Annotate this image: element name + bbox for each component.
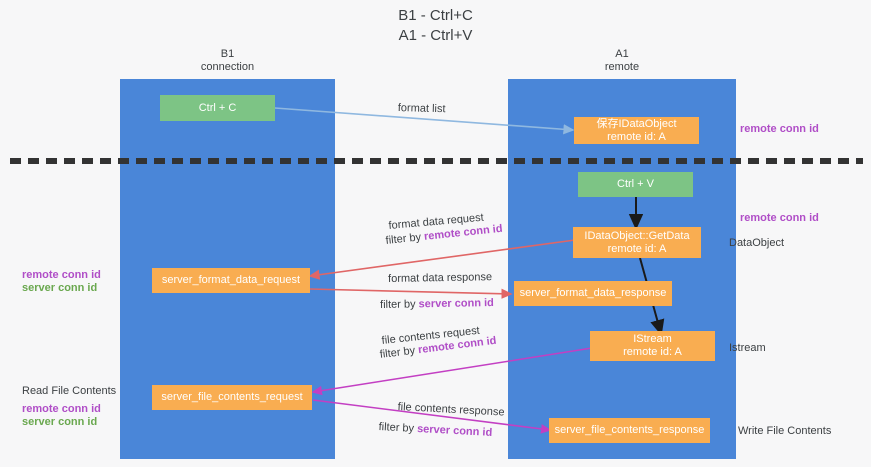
node-idataobject-getdata-line-2: remote id: A xyxy=(607,242,667,255)
column-header-b1-subtitle: connection xyxy=(200,61,255,73)
node-server-format-data-response-label: server_format_data_response xyxy=(519,287,667,299)
note-read-file-contents: Read File Contents xyxy=(22,385,117,397)
diagram-title: B1 - Ctrl+C A1 - Ctrl+V xyxy=(0,6,871,46)
note-left-remote-conn-id-mid: remote conn id xyxy=(22,269,101,281)
note-istream: Istream xyxy=(729,342,766,354)
node-server-format-data-request[interactable]: server_format_data_request xyxy=(152,268,310,293)
diagram-title-line-1: B1 - Ctrl+C xyxy=(398,7,473,24)
node-save-idataobject-line-1: 保存IDataObject xyxy=(596,117,677,130)
note-left-server-conn-id-mid: server conn id xyxy=(22,282,98,294)
node-ctrl-c-line-1: Ctrl + C xyxy=(198,101,237,114)
node-server-file-contents-request[interactable]: server_file_contents_request xyxy=(152,385,312,410)
node-ctrl-c[interactable]: Ctrl + C xyxy=(160,95,275,121)
edge-label-format-data-request-filter-prefix: filter by xyxy=(385,230,425,247)
note-left-server-conn-id-bottom: server conn id xyxy=(22,416,98,428)
node-server-file-contents-request-label: server_file_contents_request xyxy=(161,391,303,403)
node-istream[interactable]: IStream remote id: A xyxy=(590,331,715,361)
note-remote-conn-id-mid: remote conn id xyxy=(740,212,819,224)
edge-label-format-data-response-filter: filter by server conn id xyxy=(380,296,494,313)
edge-label-format-list: format list xyxy=(397,101,446,116)
column-header-a1-subtitle: remote xyxy=(604,61,640,73)
edge-label-format-data-response: format data response xyxy=(388,271,493,285)
note-dataobject: DataObject xyxy=(729,237,785,249)
connector-format-data-response xyxy=(309,288,513,299)
edge-label-file-contents-request-filter-prefix: filter by xyxy=(379,344,419,361)
note-remote-conn-id-top: remote conn id xyxy=(740,123,819,135)
node-istream-line-1: IStream xyxy=(633,333,672,345)
column-header-a1: A1 remote xyxy=(508,48,736,74)
edge-label-file-contents-response-filter-key: server conn id xyxy=(416,423,493,439)
note-write-file-contents: Write File Contents xyxy=(738,425,832,437)
node-server-format-data-response[interactable]: server_format_data_response xyxy=(514,281,672,306)
column-header-a1-title: A1 xyxy=(615,48,629,60)
node-ctrl-v[interactable]: Ctrl + V xyxy=(578,172,693,197)
edge-label-file-contents-response: file contents response xyxy=(397,400,505,419)
node-save-idataobject-line-2: remote id: A xyxy=(607,130,666,143)
node-server-file-contents-response-label: server_file_contents_response xyxy=(554,424,705,436)
node-istream-line-2: remote id: A xyxy=(623,346,682,358)
node-idataobject-getdata-line-1: IDataObject::GetData xyxy=(584,229,690,242)
note-left-remote-conn-id-bottom: remote conn id xyxy=(22,403,101,415)
column-header-b1: B1 connection xyxy=(120,48,335,74)
node-idataobject-getdata[interactable]: IDataObject::GetData remote id: A xyxy=(573,227,701,258)
edge-label-file-contents-response-filter: filter by server conn id xyxy=(378,420,492,441)
node-server-format-data-request-label: server_format_data_request xyxy=(161,274,301,286)
edge-label-file-contents-response-filter-prefix: filter by xyxy=(378,420,418,435)
edge-label-format-data-response-filter-prefix: filter by xyxy=(380,298,419,311)
edge-label-format-data-response-filter-key: server conn id xyxy=(418,297,494,311)
node-ctrl-v-line-1: Ctrl + V xyxy=(617,178,654,190)
diagram-title-line-2: A1 - Ctrl+V xyxy=(398,27,473,44)
node-server-file-contents-response[interactable]: server_file_contents_response xyxy=(549,418,710,443)
column-header-b1-title: B1 xyxy=(220,48,235,60)
section-divider xyxy=(10,158,863,164)
node-save-idataobject[interactable]: 保存IDataObject remote id: A xyxy=(574,117,699,144)
